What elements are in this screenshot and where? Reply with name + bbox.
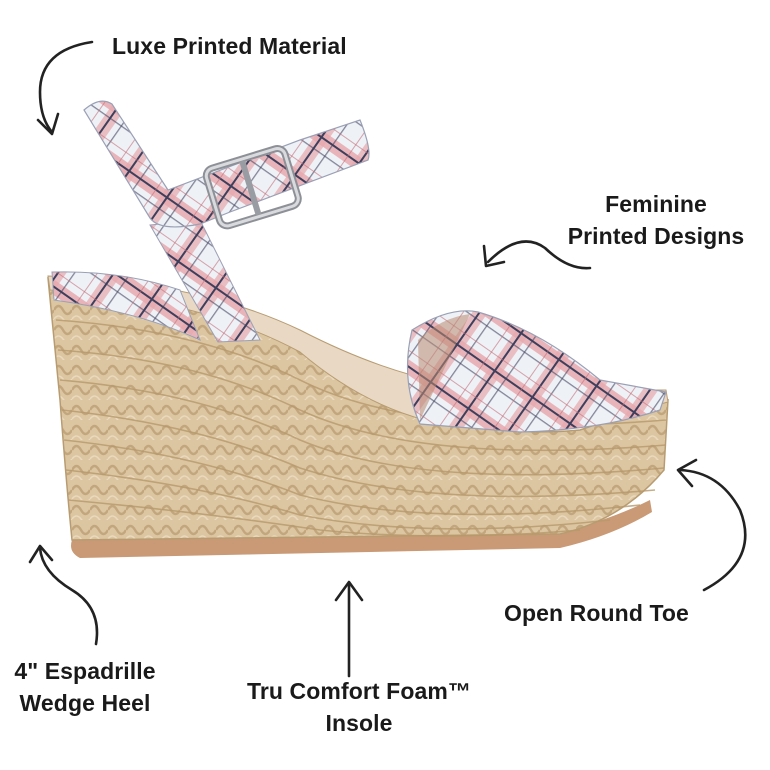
- callout-heel: 4" Espadrille Wedge Heel: [0, 655, 170, 719]
- ankle-strap: [83, 100, 370, 228]
- outsole: [71, 500, 652, 558]
- callout-heel-line1: 4" Espadrille: [14, 658, 156, 684]
- arrow-luxe-icon: [36, 40, 94, 136]
- callout-heel-line2: Wedge Heel: [19, 690, 151, 716]
- callout-feminine-line2: Printed Designs: [567, 223, 745, 249]
- callout-feminine-line1: Feminine: [605, 191, 707, 217]
- wedge-rope-lines: [55, 319, 667, 537]
- arrow-feminine-icon: [482, 240, 592, 270]
- arrow-insole-icon: [334, 580, 364, 678]
- callout-insole-line1: Tru Comfort Foam™: [246, 678, 472, 704]
- buckle: [202, 145, 302, 230]
- callout-luxe-material: Luxe Printed Material: [112, 33, 347, 59]
- toe-strap-shadow: [418, 314, 470, 420]
- callout-open-round-toe: Open Round Toe: [504, 600, 689, 626]
- toe-strap: [406, 310, 667, 433]
- callout-insole-line2: Insole: [325, 710, 393, 736]
- heel-counter: [51, 271, 201, 341]
- arrow-heel-icon: [28, 544, 99, 646]
- callout-insole: Tru Comfort Foam™ Insole: [216, 675, 502, 739]
- callout-feminine-designs: Feminine Printed Designs: [548, 188, 764, 252]
- arrow-toe-icon: [676, 458, 747, 592]
